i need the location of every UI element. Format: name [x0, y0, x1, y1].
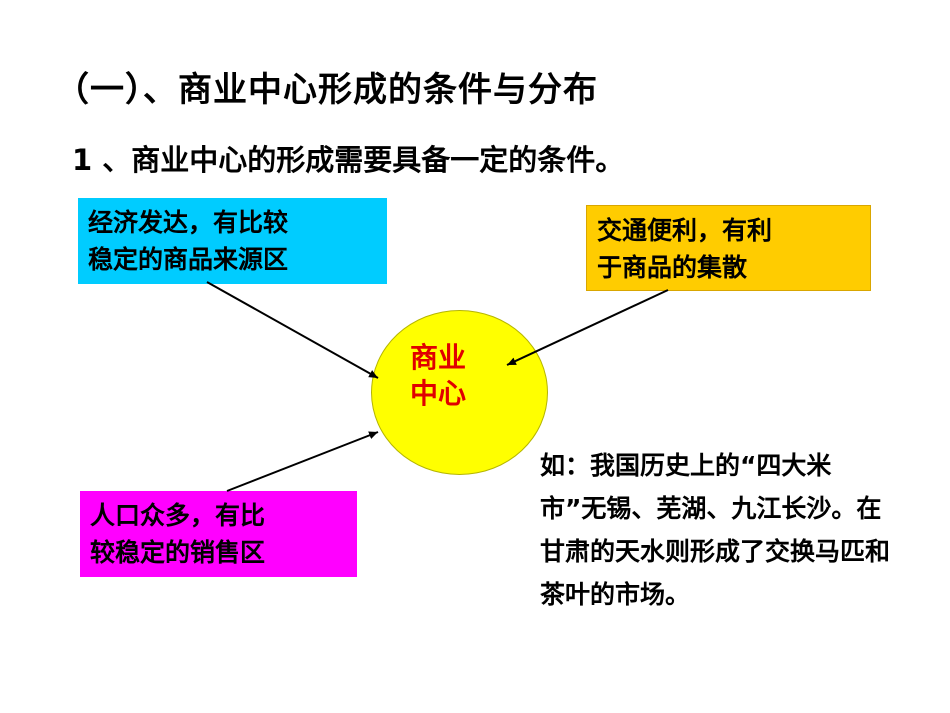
- arrow-transport-to-center: [506, 289, 669, 366]
- condition-box-transport: 交通便利，有利 于商品的集散: [586, 205, 871, 291]
- example-note: 如：我国历史上的“四大米市”无锡、芜湖、九江长沙。在甘肃的天水则形成了交换马匹和…: [540, 451, 891, 609]
- page-title: （一）、商业中心形成的条件与分布: [55, 70, 598, 110]
- page-subtitle: 1 、商业中心的形成需要具备一定的条件。: [72, 143, 625, 177]
- center-label: 商业 中心: [410, 341, 467, 410]
- condition-box-economy: 经济发达，有比较 稳定的商品来源区: [78, 198, 387, 284]
- arrow-population-to-center: [226, 431, 379, 492]
- center-circle: [371, 310, 548, 475]
- arrow-economy-to-center: [206, 281, 379, 379]
- condition-box-population: 人口众多，有比 较稳定的销售区: [80, 491, 357, 577]
